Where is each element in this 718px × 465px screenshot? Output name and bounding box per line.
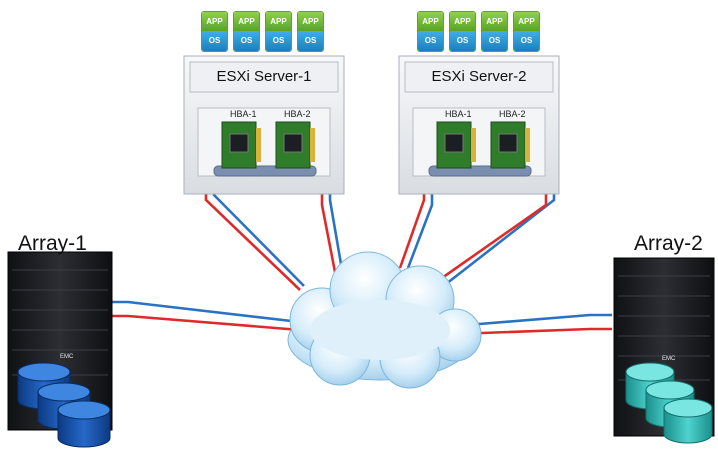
app-label: APP xyxy=(482,12,507,31)
hba-card-icon xyxy=(275,121,315,169)
array-links xyxy=(108,300,612,336)
disk-stack-teal xyxy=(625,362,713,444)
server-2-hba-2-label: HBA-2 xyxy=(499,109,526,119)
emc-logo: EMC xyxy=(662,356,676,362)
app-label: APP xyxy=(418,12,443,31)
hba-card-icon xyxy=(490,121,530,169)
app-label: APP xyxy=(298,12,323,31)
app-label: APP xyxy=(266,12,291,31)
server-2-title: ESXi Server-2 xyxy=(431,68,527,85)
array-1-label: Array-1 xyxy=(18,232,87,255)
server-1-hba-1-label: HBA-1 xyxy=(230,109,257,119)
emc-logo: EMC xyxy=(60,354,74,360)
app-label: APP xyxy=(234,12,259,31)
server-1-title: ESXi Server-1 xyxy=(216,68,312,85)
app-label: APP xyxy=(202,12,227,31)
os-label: OS xyxy=(298,31,323,51)
server-1-hba-2-label: HBA-2 xyxy=(284,109,311,119)
os-label: OS xyxy=(450,31,475,51)
os-label: OS xyxy=(202,31,227,51)
server-box-2 xyxy=(398,55,560,195)
os-label: OS xyxy=(234,31,259,51)
disk-stack-blue xyxy=(17,362,111,448)
san-fabric-cloud xyxy=(287,251,482,389)
hba-card-icon xyxy=(436,121,476,169)
app-label: APP xyxy=(514,12,539,31)
os-label: OS xyxy=(514,31,539,51)
os-label: OS xyxy=(482,31,507,51)
hba-card-icons xyxy=(221,121,530,169)
array-2-label: Array-2 xyxy=(634,232,703,255)
os-label: OS xyxy=(266,31,291,51)
os-label: OS xyxy=(418,31,443,51)
hba-card-icon xyxy=(221,121,261,169)
server-2-hba-1-label: HBA-1 xyxy=(445,109,472,119)
app-label: APP xyxy=(450,12,475,31)
